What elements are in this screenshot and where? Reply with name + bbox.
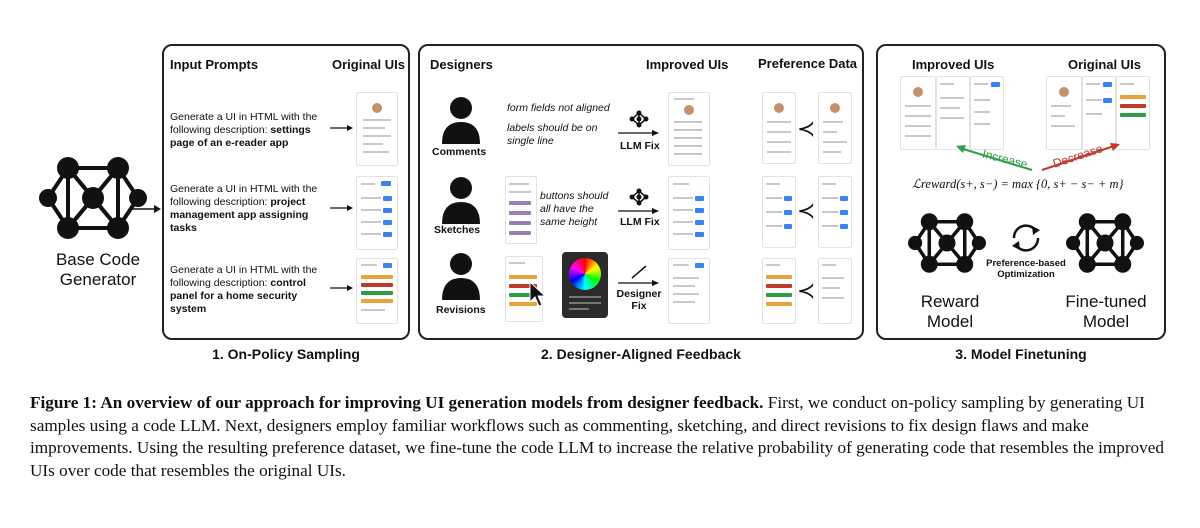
original-ui-settings	[356, 92, 398, 166]
prompt-1-plain: Generate a UI in HTML with the following…	[170, 111, 318, 136]
reward-line1: Reward	[920, 292, 980, 311]
header-original-uis-3: Original UIs	[1068, 57, 1141, 72]
color-wheel-icon	[569, 258, 601, 290]
finetuned-model-network-icon	[1066, 213, 1144, 273]
improved-ui-settings	[668, 92, 710, 166]
role-sketches: Sketches	[434, 224, 481, 236]
llm-network-icon	[629, 110, 649, 128]
prompt-2-plain: Generate a UI in HTML with the following…	[170, 183, 318, 208]
caption-text: First, we conduct on-policy sampling by …	[30, 393, 1164, 480]
reward-model-label: Reward Model	[900, 292, 1000, 332]
role-revisions: Revisions	[436, 304, 486, 316]
finetune-improved-ui-1	[900, 76, 936, 150]
finetune-original-ui-3	[1116, 76, 1150, 150]
preference-optimization-label: Preference-based Optimization	[970, 258, 1082, 280]
pref-improved-project	[762, 176, 796, 248]
prompt-3: Generate a UI in HTML with the following…	[170, 264, 335, 316]
prompt-2-bold: project management app assigning tasks	[170, 196, 309, 234]
increase-arrow	[956, 145, 1033, 171]
base-label-line2: Generator	[59, 270, 137, 289]
prompt-3-arrow	[330, 285, 353, 291]
prompt-2: Generate a UI in HTML with the following…	[170, 183, 335, 235]
decrease-arrow	[1041, 143, 1120, 171]
figure-caption: Figure 1: An overview of our approach fo…	[30, 392, 1175, 482]
header-improved-uis-3: Improved UIs	[912, 57, 995, 72]
prompt-1-arrow	[330, 125, 353, 131]
reward-loss-equation: ℒreward(s+, s−) = max {0, s+ − s− + m}	[912, 177, 1124, 191]
header-improved-uis-2: Improved UIs	[646, 57, 729, 72]
panel3-title: 3. Model Finetuning	[955, 346, 1087, 362]
designer-person-icon	[442, 253, 480, 300]
reward-model-network-icon	[908, 213, 986, 273]
pref-improved-settings	[762, 92, 796, 164]
caption-bold: Figure 1: An overview of our approach fo…	[30, 393, 764, 412]
comment-note-1: form fields not aligned	[507, 102, 610, 114]
panel1-title: 1. On-Policy Sampling	[212, 346, 360, 362]
improved-ui-security	[668, 258, 710, 324]
preference-symbol-3: ≺	[797, 278, 816, 303]
finetune-original-ui-1	[1046, 76, 1082, 150]
pref-original-settings	[818, 92, 852, 164]
base-generator-network-icon	[39, 157, 147, 239]
llm-network-icon	[629, 188, 649, 206]
designer-person-icon	[442, 177, 480, 224]
designer-person-icon	[442, 97, 480, 144]
original-ui-security	[356, 258, 398, 324]
panel2-title: 2. Designer-Aligned Feedback	[541, 346, 741, 362]
llm-fix-label-2: LLM Fix	[620, 216, 660, 228]
finetune-improved-ui-3	[970, 76, 1004, 150]
header-preference-data: Preference Data	[758, 56, 857, 71]
pref-opt-line1: Preference-based	[986, 258, 1066, 269]
color-picker-panel	[562, 252, 608, 318]
finetune-improved-ui-2	[936, 76, 970, 150]
header-designers: Designers	[430, 57, 493, 72]
header-input-prompts: Input Prompts	[170, 57, 259, 72]
pref-original-project	[818, 176, 852, 248]
comment-note-2: labels should be on single line	[507, 122, 598, 147]
designer-fix-label: Designer Fix	[616, 288, 662, 312]
prompt-3-bold: control panel for a home security system	[170, 277, 306, 315]
finetune-original-ui-2	[1082, 76, 1116, 150]
sketch-ui	[505, 176, 537, 244]
cycle-icon	[1012, 224, 1040, 252]
preference-symbol-2: ≺	[797, 198, 816, 223]
cursor-icon	[529, 280, 547, 307]
prompt-3-plain: Generate a UI in HTML with the following…	[170, 264, 318, 289]
designer-fix-line2: Fix	[631, 300, 647, 312]
fix-arrow-2	[618, 208, 659, 214]
pref-original-security	[818, 258, 852, 324]
finetuned-line1: Fine-tuned	[1065, 292, 1147, 311]
prompt-1: Generate a UI in HTML with the following…	[170, 111, 335, 150]
prompt-2-arrow	[330, 205, 353, 211]
original-ui-project	[356, 176, 398, 250]
preference-symbol-1: ≺	[797, 116, 816, 141]
header-original-uis-1: Original UIs	[332, 57, 405, 72]
designer-fix-line1: Designer	[616, 288, 662, 300]
finetuned-line2: Model	[1082, 312, 1130, 331]
sketch-note: buttons should all have the same height	[540, 190, 609, 228]
role-comments: Comments	[432, 146, 487, 158]
generator-to-panel-arrow	[132, 205, 161, 213]
finetuned-model-label: Fine-tuned Model	[1052, 292, 1160, 332]
pref-opt-line2: Optimization	[997, 269, 1055, 280]
base-label-line1: Base Code	[55, 250, 141, 269]
improved-ui-project	[668, 176, 710, 250]
reward-line2: Model	[926, 312, 974, 331]
pref-improved-security	[762, 258, 796, 324]
base-generator-label: Base Code Generator	[38, 250, 158, 290]
fix-arrow-3	[618, 280, 659, 286]
pen-icon	[631, 265, 647, 279]
fix-arrow-1	[618, 130, 659, 136]
prompt-1-bold: settings page of an e-reader app	[170, 124, 311, 149]
llm-fix-label-1: LLM Fix	[620, 140, 660, 152]
